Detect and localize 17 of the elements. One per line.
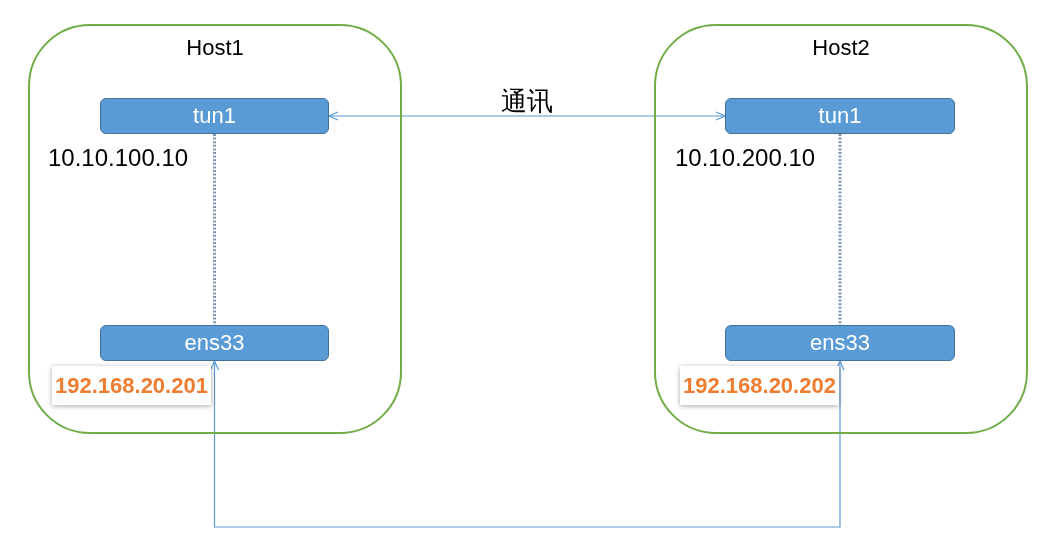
- interface-box: ens33: [725, 325, 955, 361]
- host-box: [654, 24, 1028, 434]
- address-text: 10.10.200.10: [675, 144, 816, 172]
- host-title: Host2: [812, 35, 870, 61]
- dotted-line: [213, 134, 216, 325]
- address-card: 192.168.20.202: [680, 366, 839, 405]
- address-text: 10.10.100.10: [48, 144, 189, 172]
- host-title: Host1: [186, 35, 244, 61]
- interface-box: tun1: [100, 98, 329, 134]
- interface-box: ens33: [100, 325, 329, 361]
- double-arrow: [209, 360, 845, 528]
- dotted-line: [838, 134, 842, 325]
- interface-box: tun1: [725, 98, 955, 134]
- host-box: [28, 24, 402, 434]
- address-card: 192.168.20.201: [52, 366, 211, 405]
- double-arrow: [328, 111, 726, 121]
- edge-label: 通讯: [499, 87, 555, 115]
